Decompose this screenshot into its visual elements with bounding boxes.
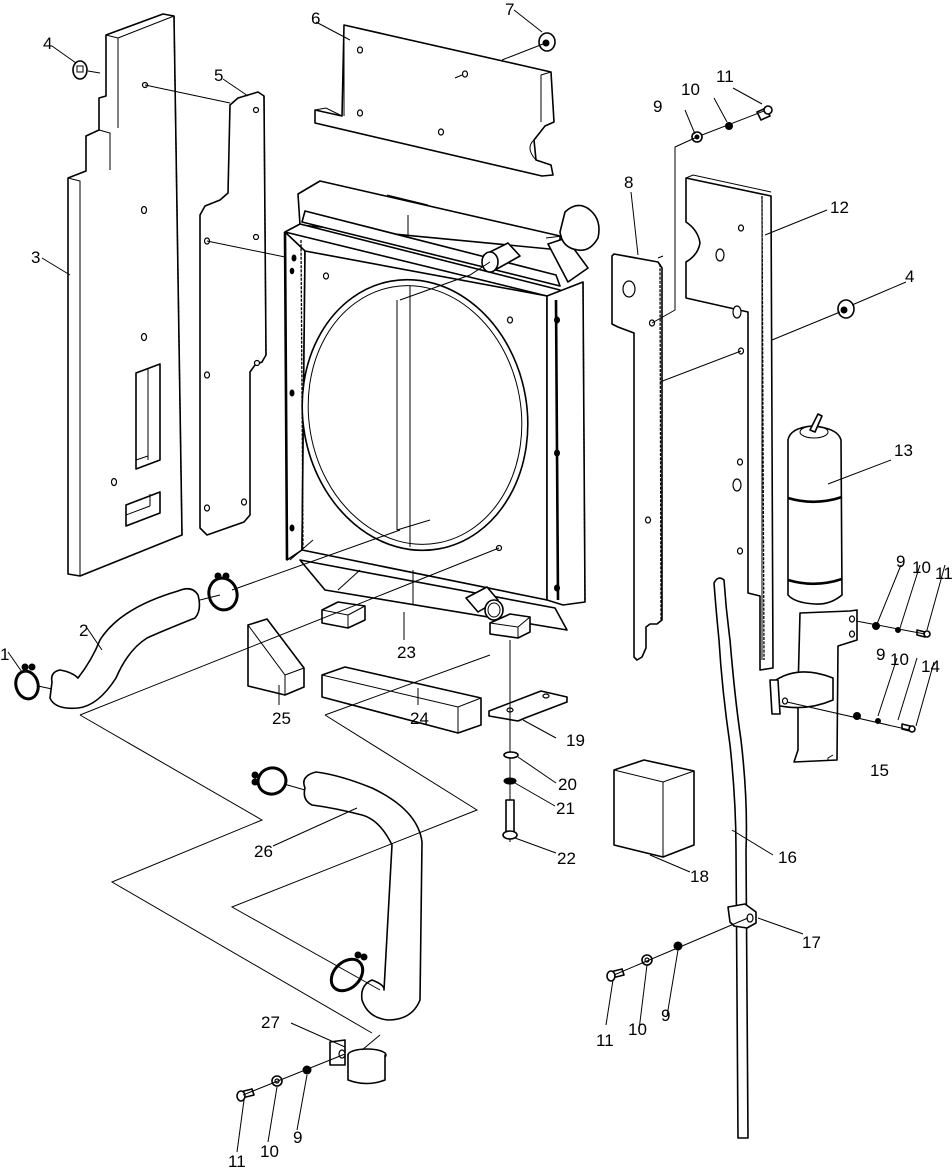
upper-hose xyxy=(49,587,201,710)
callout-18: 18 xyxy=(690,867,709,886)
callout-8: 8 xyxy=(624,173,633,192)
callout-9: 9 xyxy=(293,1128,302,1147)
callout-21: 21 xyxy=(556,799,575,818)
callout-11: 11 xyxy=(716,67,734,86)
callout-24: 24 xyxy=(410,709,429,728)
callout-leaders xyxy=(7,9,946,1153)
callout-9: 9 xyxy=(896,552,905,571)
washer xyxy=(503,777,517,785)
callout-10: 10 xyxy=(628,1020,647,1039)
callout-11: 11 xyxy=(228,1152,246,1170)
callout-4: 4 xyxy=(43,34,52,53)
lower-hose xyxy=(303,771,423,1021)
callout-1: 1 xyxy=(0,645,9,664)
callout-11: 11 xyxy=(596,1031,614,1050)
small-fasteners xyxy=(236,105,931,1102)
callout-14: 14 xyxy=(921,657,940,676)
foam-block xyxy=(613,759,695,858)
rubber-washer xyxy=(503,751,519,759)
radiator-core xyxy=(283,180,600,639)
callout-3: 3 xyxy=(31,248,40,267)
tube-clip xyxy=(727,903,757,929)
assembly-lines xyxy=(37,43,926,1096)
callout-9: 9 xyxy=(653,97,662,116)
mounting-plate xyxy=(488,690,568,722)
right-seal-strip xyxy=(611,253,664,661)
callout-10: 10 xyxy=(912,558,931,577)
callout-5: 5 xyxy=(214,66,223,85)
hose-clip xyxy=(329,1039,387,1085)
callout-27: 27 xyxy=(261,1013,280,1032)
left-side-panel xyxy=(67,13,183,577)
callout-10: 10 xyxy=(681,80,700,99)
callout-11: 11 xyxy=(935,564,952,583)
callout-26: 26 xyxy=(254,842,273,861)
callout-20: 20 xyxy=(558,775,577,794)
wedge-block xyxy=(247,618,305,696)
callout-2: 2 xyxy=(79,621,88,640)
callout-19: 19 xyxy=(566,731,585,750)
expansion-tank xyxy=(787,413,843,605)
callout-7: 7 xyxy=(505,0,514,19)
callout-9: 9 xyxy=(876,645,885,664)
mount-fasteners xyxy=(502,640,519,842)
callout-12: 12 xyxy=(830,198,849,217)
left-seal-strip xyxy=(199,91,267,536)
callout-10: 10 xyxy=(890,650,909,669)
overflow-tube xyxy=(713,577,749,1139)
grommets xyxy=(72,32,855,319)
top-panel xyxy=(314,24,555,177)
right-side-panel xyxy=(685,174,774,671)
callout-4: 4 xyxy=(905,267,914,286)
bottom-foam-block xyxy=(321,666,482,734)
callout-17: 17 xyxy=(802,933,821,952)
callout-23: 23 xyxy=(397,643,416,662)
callout-6: 6 xyxy=(311,9,320,28)
mount-bolt xyxy=(505,799,515,834)
callout-25: 25 xyxy=(272,709,291,728)
callout-22: 22 xyxy=(557,849,576,868)
tank-bracket xyxy=(769,609,858,763)
callout-9: 9 xyxy=(661,1006,670,1025)
callout-13: 13 xyxy=(894,441,913,460)
callout-10: 10 xyxy=(260,1142,279,1161)
callout-15: 15 xyxy=(870,761,889,780)
callout-16: 16 xyxy=(778,848,797,867)
